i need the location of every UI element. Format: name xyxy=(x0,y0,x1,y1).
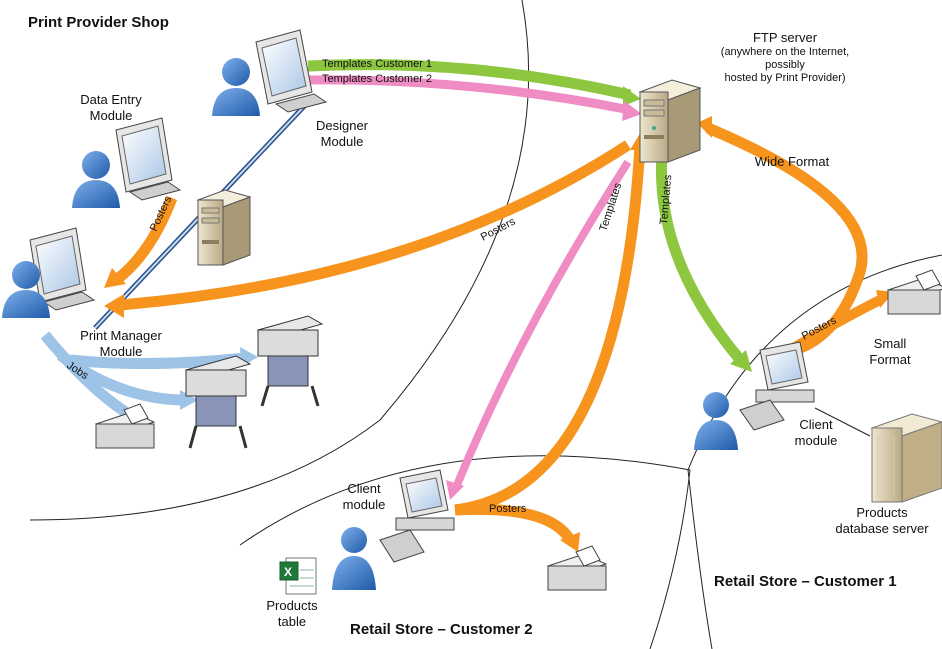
label-client-c2: Client module xyxy=(336,481,392,513)
products-table-line1: Products xyxy=(266,598,318,613)
print-manager-line1: Print Manager xyxy=(80,328,162,343)
client-c1-line1: Client xyxy=(799,417,833,432)
client-c1-workstation-icon xyxy=(694,341,815,450)
zone-print-provider: Print Provider Shop xyxy=(28,14,169,31)
flow-templates-ftp-to-c2 xyxy=(451,159,632,492)
ftp-server-note-line2: hosted by Print Provider) xyxy=(724,72,846,84)
label-print-manager: Print Manager Module xyxy=(66,328,176,360)
zone-boundaries xyxy=(29,0,942,649)
flow-templates-ftp-to-c1 xyxy=(655,154,747,366)
boundary-customer1-lower xyxy=(687,469,713,649)
ftp-server-note-line1: (anywhere on the Internet, possibly xyxy=(720,46,850,71)
designer-workstation-icon xyxy=(212,29,328,116)
provider-printer-icon xyxy=(94,403,156,449)
flow-posters-c2 xyxy=(454,503,575,544)
client-c1-line2: module xyxy=(794,433,838,448)
label-posters-c2: Posters xyxy=(489,503,527,515)
provider-server-icon xyxy=(196,189,252,266)
client-c2-line1: Client xyxy=(347,481,381,496)
boundary-customer2 xyxy=(239,455,691,649)
ftp-server-title: FTP server xyxy=(752,30,818,45)
svg-text:X: X xyxy=(284,565,292,579)
spreadsheet-icon: X xyxy=(279,557,317,595)
data-entry-line2: Module xyxy=(89,108,133,123)
label-wide-format: Wide Format xyxy=(754,154,830,169)
print-manager-line2: Module xyxy=(99,344,143,359)
designer-line2: Module xyxy=(320,134,364,149)
small-format-line1: Small xyxy=(873,336,907,351)
client-c2-workstation-icon xyxy=(332,469,455,590)
print-manager-workstation-icon xyxy=(2,227,96,318)
wide-format-plotter-2-icon xyxy=(256,315,324,407)
flow-posters-ftp-to-print-manager xyxy=(119,140,631,311)
wide-format-plotter-1-icon xyxy=(184,355,252,449)
database-server-icon xyxy=(870,413,942,503)
small-format-printer-icon xyxy=(886,269,942,315)
flow-templates-customer2 xyxy=(307,75,631,115)
products-table-line2: table xyxy=(277,614,307,629)
flow-templates-customer1 xyxy=(307,59,632,101)
flow-jobs xyxy=(40,331,133,420)
ftp-server-icon xyxy=(638,79,702,163)
small-format-line2: Format xyxy=(869,352,911,367)
flow-posters-data-entry xyxy=(112,196,178,285)
products-db-line2: database server xyxy=(835,521,929,536)
label-small-format: Small Format xyxy=(862,336,918,368)
label-templates-customer1: Templates Customer 1 xyxy=(322,58,432,70)
label-designer: Designer Module xyxy=(302,118,382,150)
zone-retail-customer2: Retail Store – Customer 2 xyxy=(350,621,533,638)
flow-posters-c2-up xyxy=(454,144,646,516)
c2-printer-icon xyxy=(546,545,608,591)
products-db-line1: Products xyxy=(856,505,908,520)
label-products-table: Products table xyxy=(262,598,322,630)
flow-arrows xyxy=(40,59,894,552)
zone-retail-customer1: Retail Store – Customer 1 xyxy=(714,573,897,590)
label-ftp-server: FTP server (anywhere on the Internet, po… xyxy=(700,30,870,85)
label-templates-ftp-c1: Templates xyxy=(658,174,674,225)
label-products-db: Products database server xyxy=(826,505,938,537)
label-templates-customer2: Templates Customer 2 xyxy=(322,73,432,85)
db-link-line xyxy=(814,407,871,437)
data-entry-line1: Data Entry xyxy=(80,92,142,107)
label-data-entry: Data Entry Module xyxy=(66,92,156,124)
designer-line1: Designer xyxy=(315,118,369,133)
boundary-print-provider xyxy=(29,0,530,521)
data-entry-workstation-icon xyxy=(72,117,182,208)
client-c2-line2: module xyxy=(342,497,386,512)
label-client-c1: Client module xyxy=(788,417,844,449)
